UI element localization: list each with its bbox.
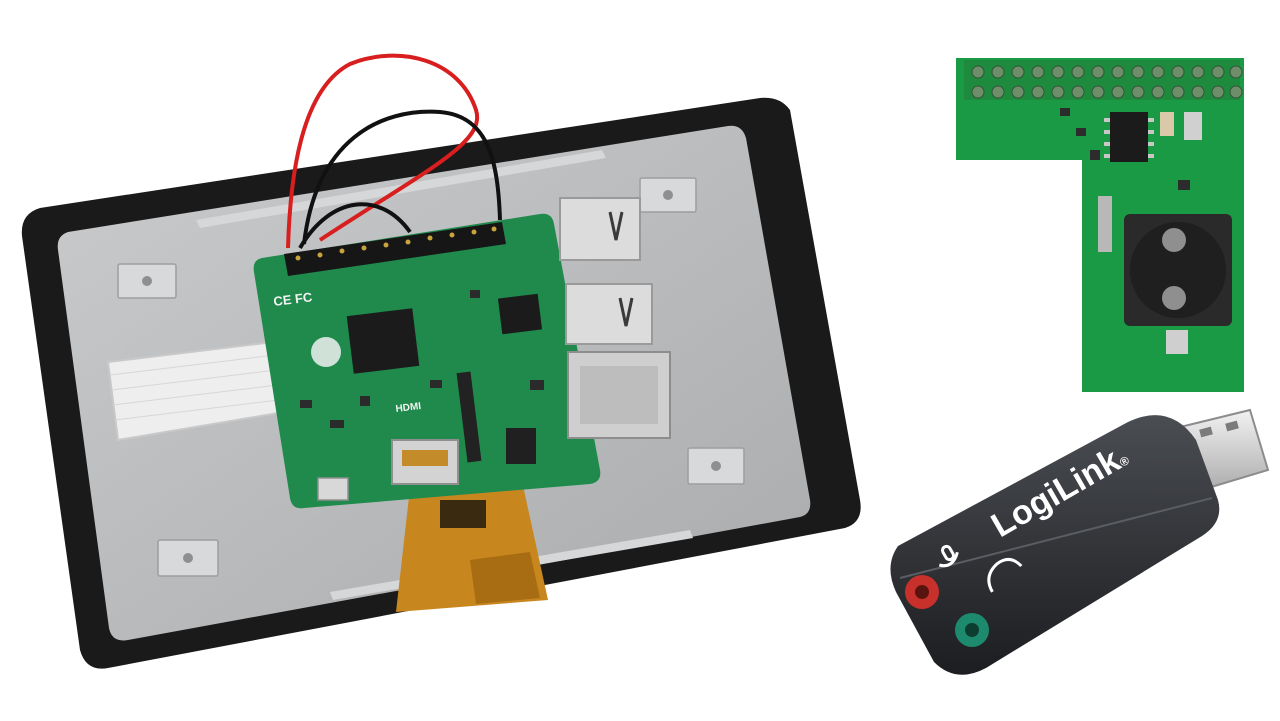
headphone-jack: [955, 613, 989, 647]
black-power-cable: [302, 109, 502, 245]
soc-chip: [346, 308, 420, 374]
camera-connector: [456, 371, 482, 463]
hdmi-label: HDMI: [395, 401, 422, 415]
audio-jack: [506, 428, 536, 464]
rtc-module: [956, 58, 1244, 392]
single-board-computer: CE FC HDMI: [253, 197, 671, 509]
ce-mark: CE FC: [273, 289, 314, 309]
rtc-chip: [1110, 112, 1148, 162]
raspberry-logo: [311, 337, 341, 367]
usb-port: [559, 197, 641, 261]
usb-sound-adapter: LogiLink®: [890, 408, 1270, 675]
headphone-icon: [987, 558, 1023, 593]
micro-usb-port: [317, 477, 349, 501]
dongle-body: [890, 415, 1220, 675]
microphone-icon: [938, 544, 959, 568]
mic-jack: [905, 575, 939, 609]
usb-lan-chip: [497, 293, 543, 335]
red-power-cable: [286, 53, 480, 249]
usb-ports: [559, 197, 653, 345]
usb-port: [565, 283, 653, 345]
